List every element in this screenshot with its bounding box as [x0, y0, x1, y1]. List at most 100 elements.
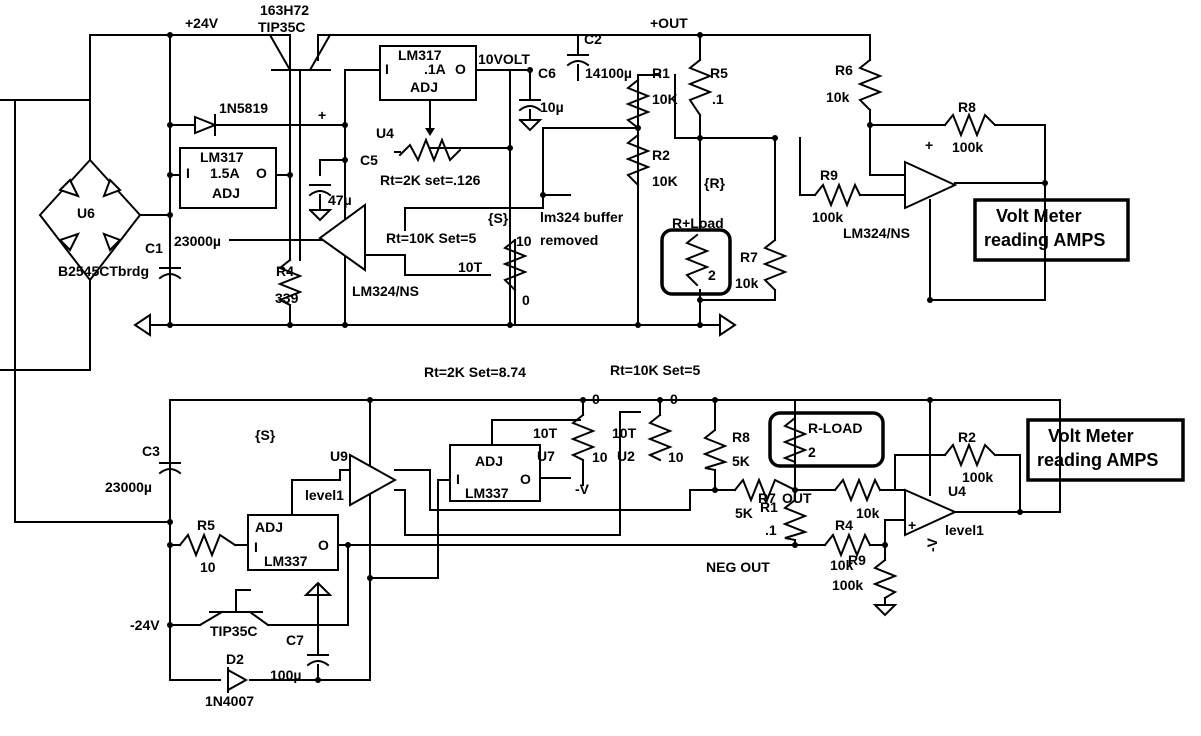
- resistor-r2: [625, 133, 651, 187]
- label-b-r1: R1: [760, 499, 778, 515]
- label-10t-top: 10T: [458, 259, 483, 275]
- label-b-r1-val: .1: [765, 522, 777, 538]
- meter-bot-line1: Volt Meter: [1048, 426, 1134, 446]
- label-q-top-a: 163H72: [260, 2, 309, 18]
- cap-c2: [566, 54, 590, 81]
- resistor-b-r7: [733, 477, 797, 503]
- label-buffer-b: removed: [540, 232, 598, 248]
- label-c2: C2: [584, 31, 602, 47]
- label-lm317-big: LM317: [200, 149, 244, 165]
- label-b-u2: U2: [617, 448, 635, 464]
- label-d2-val: 1N4007: [205, 693, 254, 709]
- label-b-level1a: level1: [305, 487, 344, 503]
- resistor-b-r1: [782, 498, 809, 542]
- label-minus24v: -24V: [130, 617, 160, 633]
- label-plus-sign: +: [318, 107, 326, 123]
- label-q-bot: TIP35C: [210, 623, 257, 639]
- diode-1n5819: [194, 114, 218, 136]
- label-lm317-small-rating: .1A: [424, 61, 446, 77]
- label-b-negv2: -V: [924, 537, 940, 552]
- transistor-q-bot: [198, 589, 270, 627]
- resistor-b-r5: [178, 532, 237, 558]
- label-r5-val: .1: [712, 91, 724, 107]
- label-rload-top: R+Load: [672, 215, 724, 231]
- label-c6-val: 10µ: [540, 99, 564, 115]
- label-r6-val: 10k: [826, 89, 850, 105]
- label-b-10t-b: 10T: [612, 425, 637, 441]
- label-c7: C7: [286, 632, 304, 648]
- opamp-u9: [349, 453, 398, 507]
- cap-c6: [518, 99, 543, 132]
- resistor-r9: [813, 182, 862, 208]
- label-u4-top: U4: [376, 125, 394, 141]
- meter-bot-line2: reading AMPS: [1037, 450, 1158, 470]
- bottom-wires: [14, 369, 1061, 681]
- label-b-lm337a-adj: ADJ: [475, 453, 503, 469]
- label-b-r5-val: 10: [200, 559, 216, 575]
- resistor-b-10k: [833, 477, 882, 503]
- label-b-r5: R5: [197, 517, 215, 533]
- label-0-top: 0: [522, 292, 530, 308]
- opamp-lm324-right: [904, 160, 958, 210]
- label-b-r9-val: 100k: [832, 577, 863, 593]
- cap-c7: [303, 581, 333, 667]
- lm337-a: [449, 444, 541, 502]
- label-b-rt10k: Rt=10K Set=5: [610, 362, 700, 378]
- label-b-c3: C3: [142, 443, 160, 459]
- label-lm317-big-rating: 1.5A: [210, 165, 240, 181]
- resistor-b-r2: [943, 442, 997, 468]
- resistor-r5: [687, 58, 713, 117]
- label-b-lm337a-o: O: [520, 471, 531, 487]
- label-lm324-a: LM324/NS: [352, 283, 419, 299]
- label-b-lm337a-part: LM337: [465, 485, 509, 501]
- label-b-10t-a: 10T: [533, 425, 558, 441]
- label-10-top: 10: [516, 233, 532, 249]
- label-b-10-a: 10: [592, 449, 608, 465]
- label-buffer-a: lm324 buffer: [540, 209, 624, 225]
- meter-top-line1: Volt Meter: [996, 206, 1082, 226]
- label-b-r7-val: 5K: [735, 505, 753, 521]
- label-b-c3-val: 23000µ: [105, 479, 152, 495]
- label-lm317-big-adj: ADJ: [212, 185, 240, 201]
- label-lm324-b: LM324/NS: [843, 225, 910, 241]
- label-plus24v: +24V: [185, 15, 219, 31]
- meter-box-bot: [1026, 418, 1185, 482]
- label-r1: R1: [652, 65, 670, 81]
- label-b-rload-val: 2: [808, 444, 816, 460]
- opamp-u4-bot: [904, 488, 958, 537]
- resistor-r8: [943, 112, 997, 138]
- cap-c1: [158, 267, 182, 280]
- label-b-r7: R7: [758, 490, 776, 506]
- label-c1: C1: [145, 240, 163, 256]
- label-r7-val: 10k: [735, 275, 759, 291]
- label-lm317-small-adj: ADJ: [410, 79, 438, 95]
- opamp-lm324-top: [318, 203, 366, 272]
- label-b-negv: -V: [575, 481, 590, 497]
- ground-top-left: [133, 313, 151, 337]
- ground-top-right: [719, 313, 737, 337]
- cap-c5: [308, 184, 333, 222]
- transistor-q-top: [268, 33, 332, 261]
- label-b-r2: R2: [958, 429, 976, 445]
- label-c6: C6: [538, 65, 556, 81]
- label-lm317-big-o: O: [256, 165, 267, 181]
- label-bridge-part: B2545CTbrdg: [58, 263, 149, 279]
- rload-top: [660, 228, 732, 296]
- junctions-bottom: [167, 397, 1023, 683]
- label-r8: R8: [958, 99, 976, 115]
- label-r4-top: R4: [276, 263, 294, 279]
- label-rt2k-top: Rt=2K set=.126: [380, 172, 481, 188]
- junctions-top: [167, 32, 1048, 328]
- rload-bot: [768, 411, 885, 468]
- resistor-r7: [762, 238, 788, 292]
- label-c5-val: 47µ: [328, 192, 352, 208]
- resistor-r1: [625, 78, 651, 130]
- lm317-small: [379, 45, 477, 101]
- label-c2-val: 14100µ: [585, 65, 632, 81]
- label-c7-val: 100µ: [270, 667, 301, 683]
- pot-10-top: [502, 238, 528, 326]
- label-b-lm337b-i: I: [254, 539, 258, 555]
- label-plus-out: +OUT: [650, 15, 688, 31]
- label-lm317-small-o: O: [455, 61, 466, 77]
- label-b-rt2k: Rt=2K Set=8.74: [424, 364, 526, 380]
